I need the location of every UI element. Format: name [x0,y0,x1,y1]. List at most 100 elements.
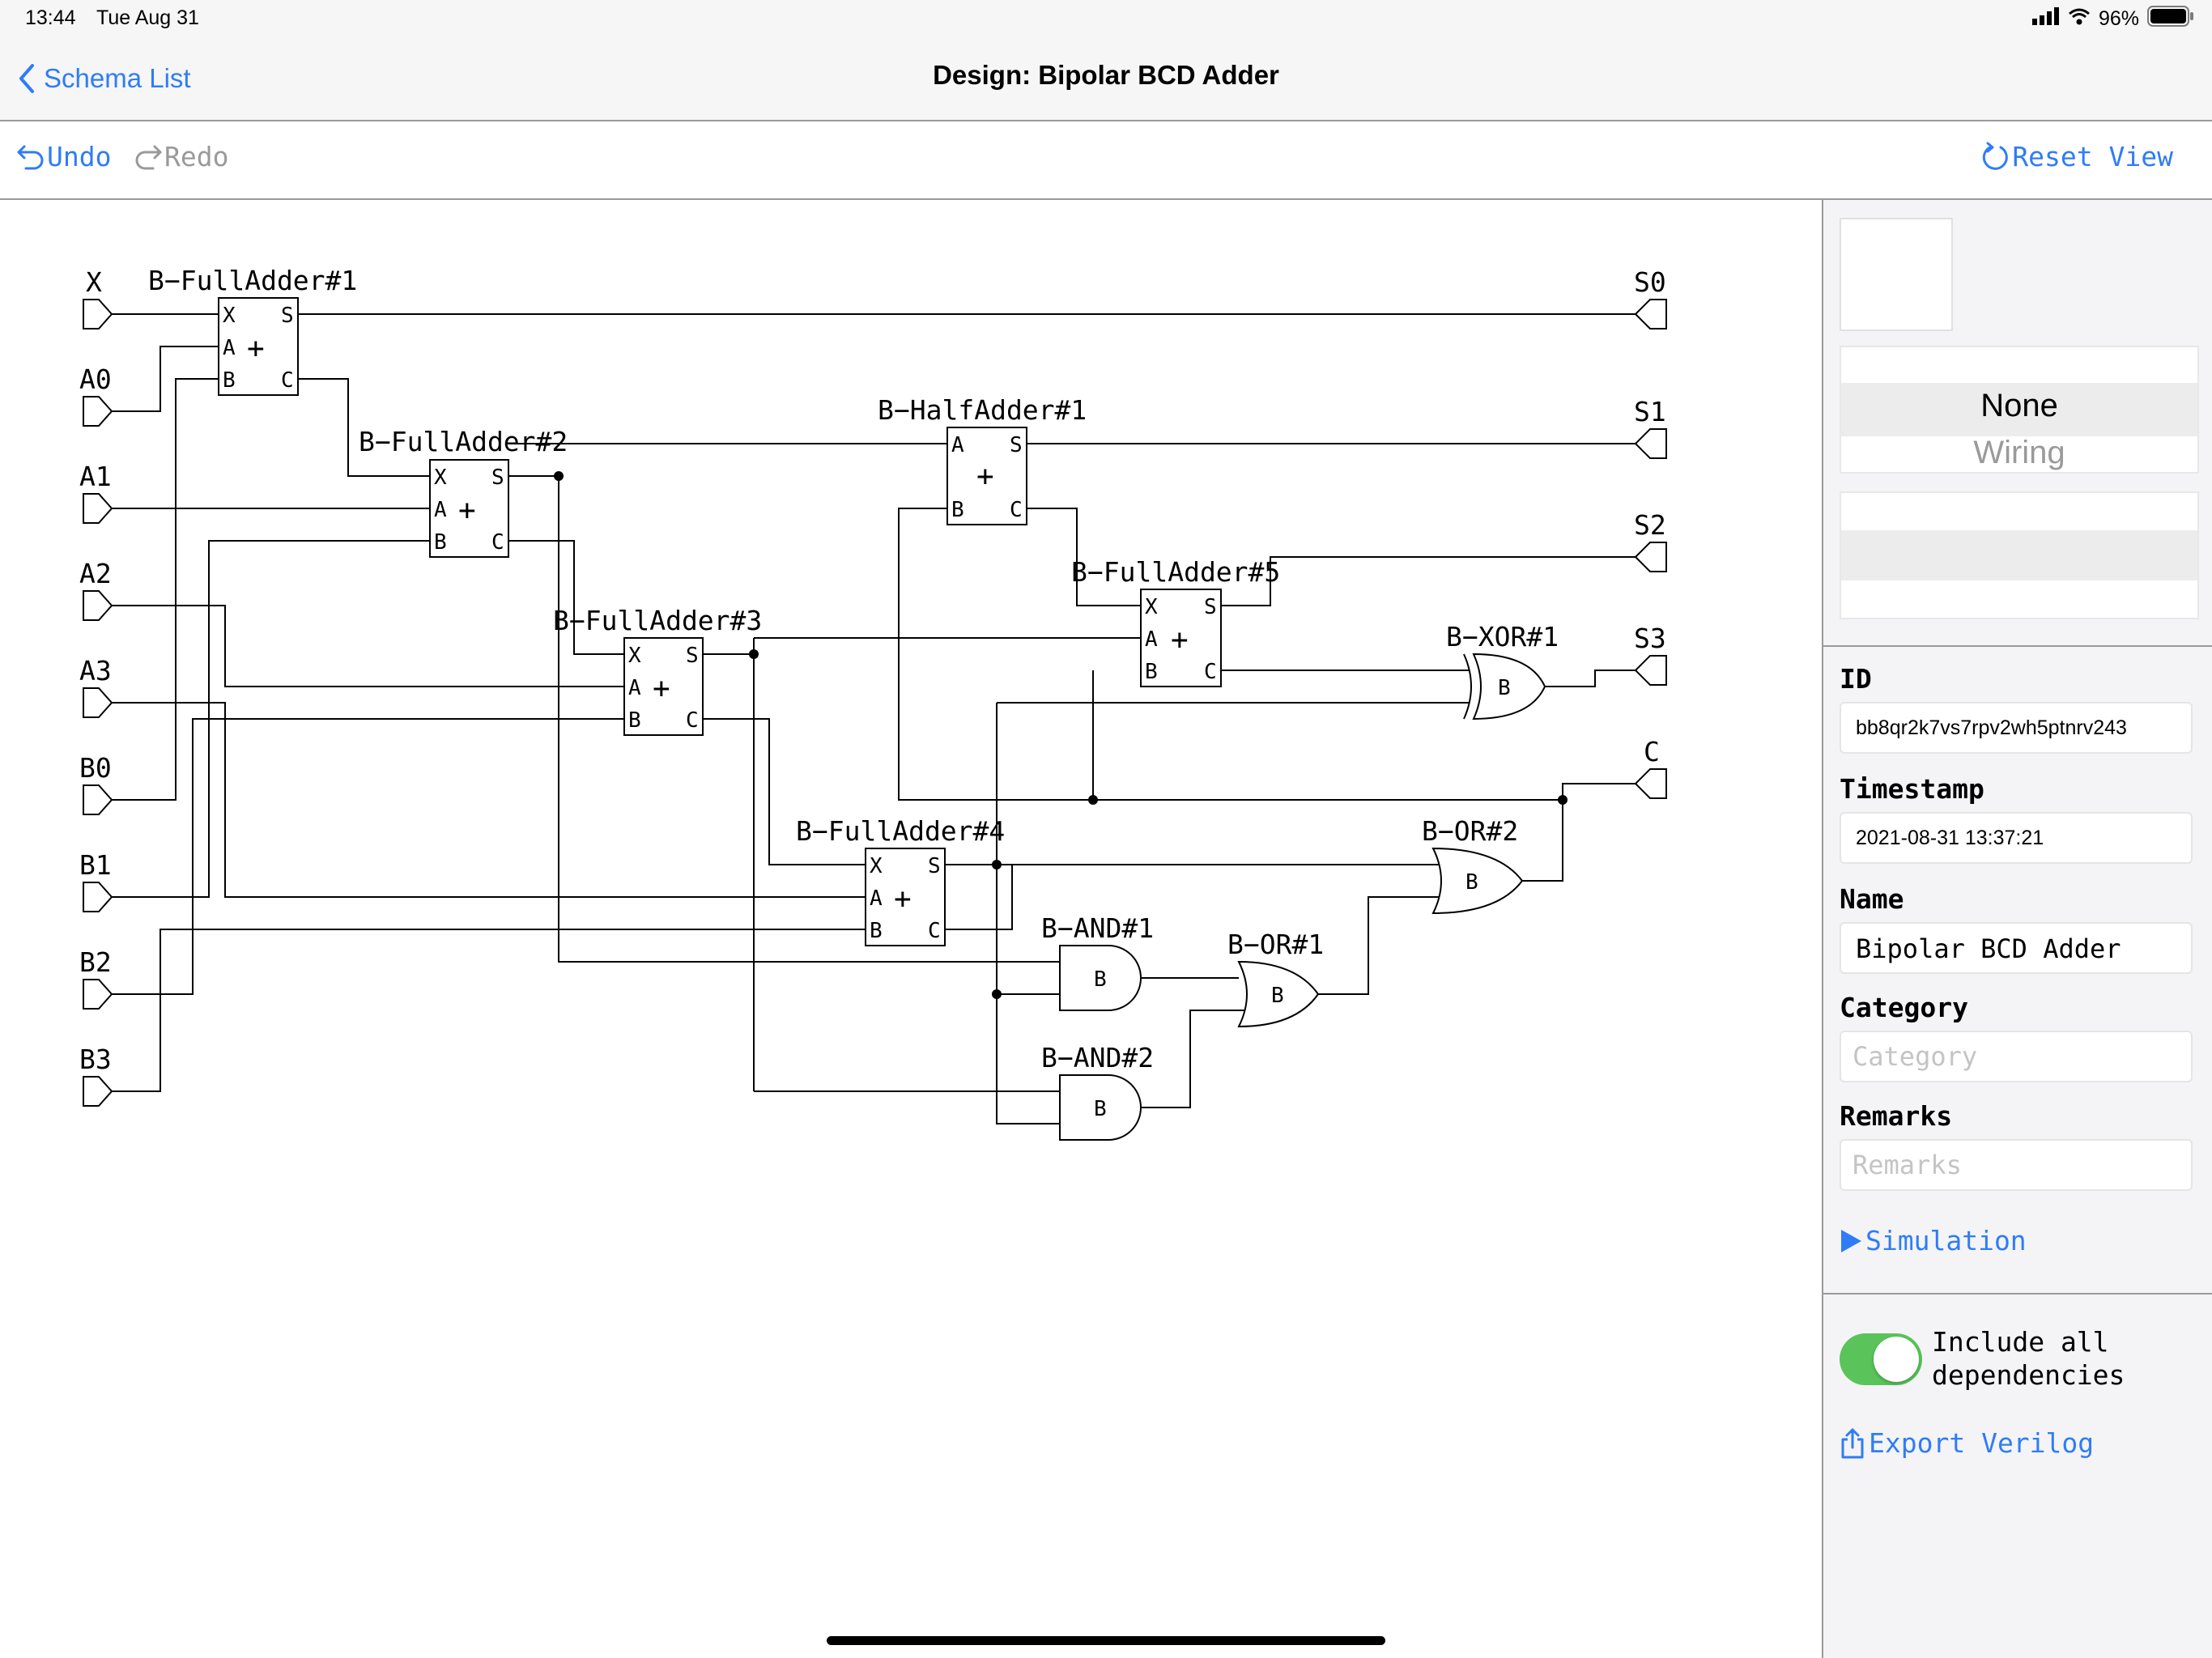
home-indicator[interactable] [827,1636,1385,1645]
pin-x-label: X [870,854,883,878]
full-adder-5[interactable]: B−FullAdder#5 X A B S C + [1071,556,1280,687]
component-label: B−OR#2 [1422,815,1518,847]
simulation-button[interactable]: Simulation [1840,1225,2027,1256]
plus-symbol: + [1171,623,1189,657]
input-port-b1[interactable] [83,882,113,912]
input-port-a0[interactable] [83,396,113,427]
redo-button[interactable]: Redo [134,141,228,172]
input-label-a2: A2 [79,558,112,589]
input-label-b3: B3 [79,1044,112,1075]
component-label: B−AND#2 [1041,1042,1154,1073]
output-label-c: C [1644,736,1660,767]
play-icon [1841,1229,1861,1252]
component-label: B−FullAdder#1 [148,265,357,296]
include-dependencies-toggle[interactable] [1840,1333,1922,1385]
input-label-a0: A0 [79,363,112,395]
half-adder-1[interactable]: B−HalfAdder#1 A B S C + [878,394,1087,525]
component-label: B−AND#1 [1041,912,1154,944]
pin-c-label: C [686,708,699,733]
pin-c-label: C [491,530,504,555]
output-port-s1[interactable] [1634,428,1667,459]
pin-s-label: S [491,466,504,490]
input-port-a2[interactable] [83,590,113,621]
picker-selection-band [1841,530,2197,580]
full-adder-2[interactable]: B−FullAdder#2 X A B S C + [359,426,568,558]
plus-symbol: + [653,672,670,705]
full-adder-1[interactable]: B−FullAdder#1 X A B S C + [148,265,357,396]
pin-c-label: C [1010,498,1023,522]
picker-option-next[interactable]: Wiring [1973,435,2065,470]
reset-view-button[interactable]: Reset View [1981,141,2173,172]
category-input[interactable] [1841,1032,2191,1081]
pin-s-label: S [1010,433,1023,457]
component-label: B−FullAdder#5 [1071,556,1280,588]
full-adder-4[interactable]: B−FullAdder#4 X A B S C + [796,815,1005,946]
input-port-a3[interactable] [83,687,113,718]
reset-icon [1983,142,2009,170]
navigation-bar: Schema List Design: Bipolar BCD Adder [0,39,2212,121]
redo-label: Redo [164,141,229,172]
remarks-label: Remarks [1840,1100,1953,1132]
output-label-s0: S0 [1634,266,1666,298]
export-verilog-label: Export Verilog [1869,1427,2095,1459]
output-port-c[interactable] [1634,768,1667,799]
pin-b-label: B [628,708,641,733]
schematic-canvas[interactable]: X A0 A1 A2 A3 B0 B1 B2 B3 S0 S1 S2 S3 C [0,200,1823,1658]
component-thumbnail [1840,218,1953,331]
divider [1823,1293,2212,1295]
undo-label: Undo [47,141,112,172]
xor-gate-1[interactable]: B−XOR#1 B [1446,621,1559,721]
or-gate-1[interactable]: B−OR#1 B [1227,929,1324,1028]
pin-b-label: B [223,368,236,393]
pin-b-label: B [434,530,447,555]
timestamp-field: 2021-08-31 13:37:21 [1840,812,2193,864]
input-port-b0[interactable] [83,784,113,815]
name-value: Bipolar BCD Adder [1856,933,2121,964]
timestamp-label: Timestamp [1840,773,1984,805]
undo-button[interactable]: Undo [16,141,111,172]
pin-s-label: S [686,644,699,668]
input-port-x[interactable] [83,299,113,329]
page-title: Design: Bipolar BCD Adder [933,60,1279,90]
status-time: 13:44 [25,6,76,29]
status-bar: 13:44 Tue Aug 31 96% [0,0,2212,39]
include-dependencies-label: Include all dependencies [1932,1326,2125,1391]
pin-s-label: S [1204,595,1217,619]
export-verilog-button[interactable]: Export Verilog [1840,1427,2094,1459]
full-adder-3[interactable]: B−FullAdder#3 X A B S C + [553,605,762,736]
pin-a-label: A [951,433,964,457]
pin-a-label: A [870,886,883,911]
output-port-s2[interactable] [1634,542,1667,572]
reset-view-label: Reset View [2012,141,2173,172]
pin-x-label: X [1145,595,1158,619]
or-gate-2[interactable]: B−OR#2 B [1422,815,1524,915]
category-label: Category [1840,992,1968,1023]
and-gate-1[interactable]: B−AND#1 B [1041,912,1154,1011]
input-label-a1: A1 [79,461,112,492]
remarks-input[interactable] [1841,1141,2191,1189]
plus-symbol: + [247,332,265,365]
component-label: B−FullAdder#4 [796,815,1005,847]
id-value: bb8qr2k7vs7rpv2wh5ptnrv243 [1856,716,2127,739]
component-label: B−FullAdder#2 [359,426,568,457]
input-port-a1[interactable] [83,493,113,524]
input-label-b2: B2 [79,946,112,978]
and-gate-2[interactable]: B−AND#2 B [1041,1042,1154,1141]
name-field[interactable]: Bipolar BCD Adder [1840,922,2193,974]
pin-x-label: X [628,644,641,668]
battery-percent: 96% [2098,6,2139,30]
gate-symbol: B [1465,870,1478,895]
input-port-labels: X A0 A1 A2 A3 B0 B1 B2 B3 [79,266,112,1075]
secondary-picker[interactable] [1840,491,2199,619]
input-port-b2[interactable] [83,979,113,1010]
mode-picker[interactable]: None Wiring [1840,346,2199,474]
chevron-left-icon [19,64,34,93]
redo-icon [135,145,162,169]
back-button[interactable]: Schema List [18,58,191,99]
output-port-s3[interactable] [1634,655,1667,686]
input-port-b3[interactable] [83,1076,113,1107]
gate-symbol: B [1271,984,1284,1008]
output-port-s0[interactable] [1634,299,1667,329]
picker-option-selected[interactable]: None [1980,388,2058,423]
output-label-s3: S3 [1634,623,1666,654]
